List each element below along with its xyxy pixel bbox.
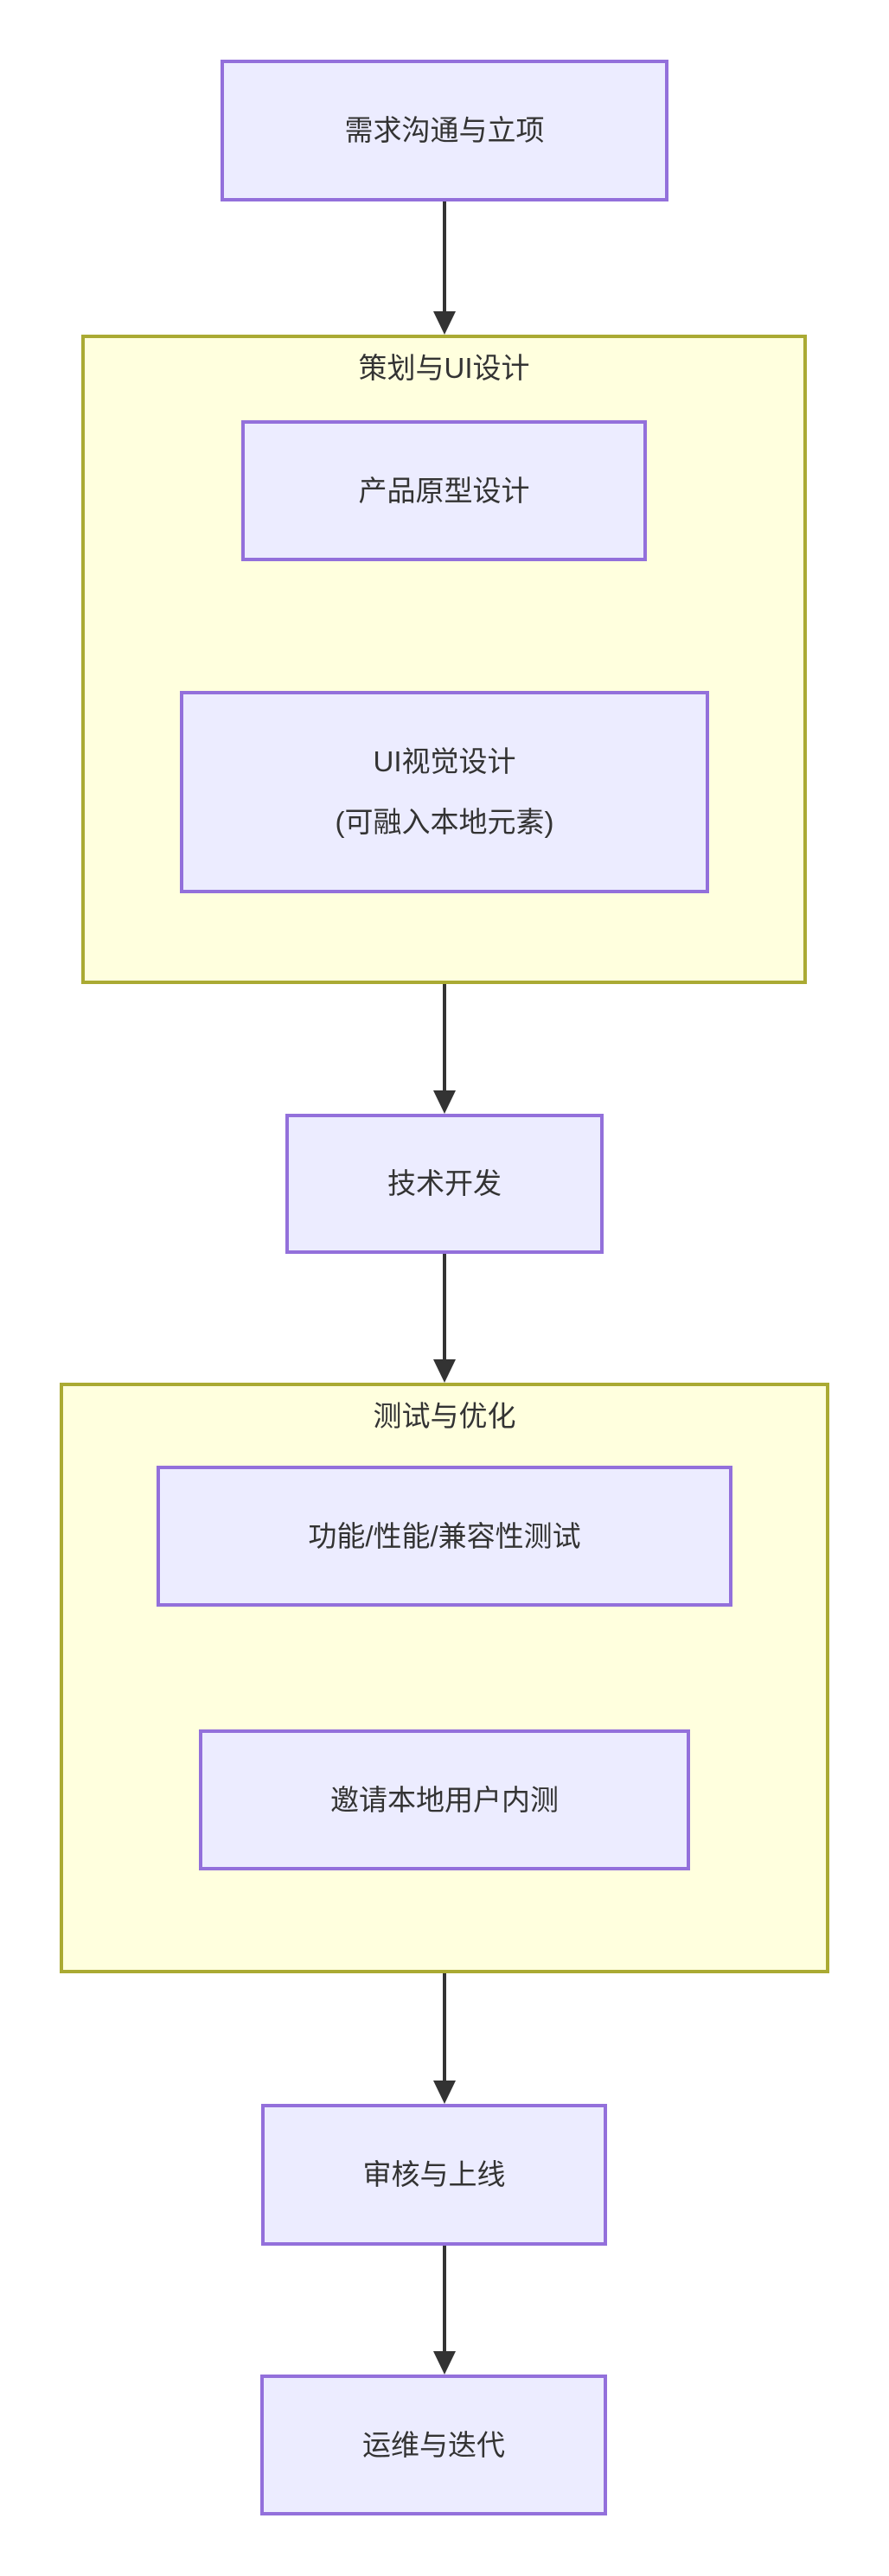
node-beta-label: 邀请本地用户内测 [330,1783,559,1816]
node-development-label: 技术开发 [387,1167,502,1200]
node-ops-iteration-label: 运维与迭代 [362,2428,505,2461]
arrowhead-icon [433,311,456,335]
node-review-launch: 审核与上线 [261,2104,607,2246]
node-ui-visual: UI视觉设计 (可融入本地元素) [180,691,709,893]
node-review-launch-label: 审核与上线 [362,2158,506,2191]
edge-review-to-ops [443,2246,446,2353]
node-ui-visual-label-line1: UI视觉设计 [373,745,516,777]
arrowhead-icon [433,2351,456,2375]
node-ui-visual-label-line2: (可融入本地元素) [335,806,554,838]
edge-planning-to-development [443,984,446,1093]
node-prototype: 产品原型设计 [241,420,647,561]
node-requirements-label: 需求沟通与立项 [344,114,545,147]
edge-requirements-to-planning [443,201,446,312]
node-beta: 邀请本地用户内测 [199,1729,690,1870]
edge-testing-to-review [443,1973,446,2082]
node-prototype-label: 产品原型设计 [358,474,530,507]
cluster-planning-title: 策划与UI设计 [358,352,530,384]
node-development: 技术开发 [285,1114,604,1254]
node-ops-iteration: 运维与迭代 [260,2375,607,2515]
arrowhead-icon [433,1359,456,1383]
arrowhead-icon [433,1090,456,1114]
node-testing-label: 功能/性能/兼容性测试 [308,1519,581,1552]
node-testing: 功能/性能/兼容性测试 [157,1466,732,1607]
arrowhead-icon [433,2081,456,2104]
edge-development-to-testing [443,1254,446,1362]
node-requirements: 需求沟通与立项 [221,60,668,201]
cluster-testing-opt-title: 测试与优化 [373,1400,516,1432]
